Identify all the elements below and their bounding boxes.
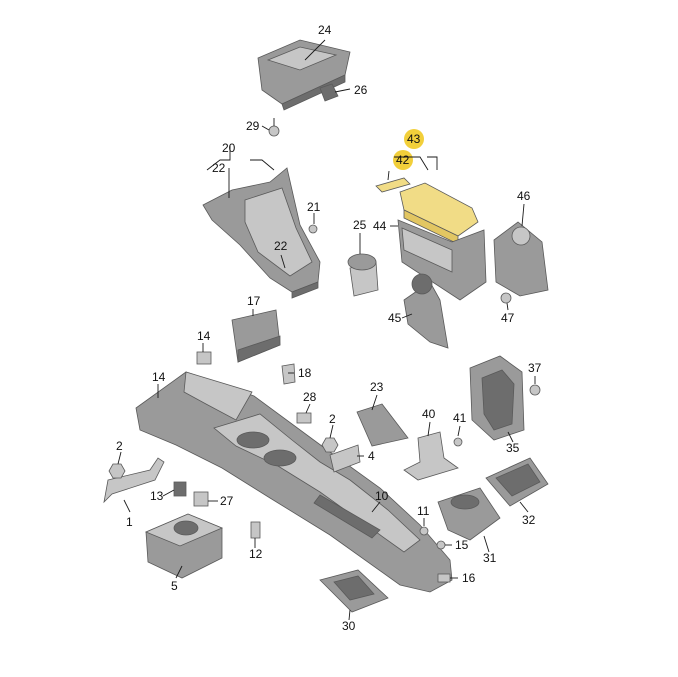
part-11-clip: [419, 526, 429, 536]
part-20-console-cover: [202, 167, 321, 299]
label-43: 43: [407, 132, 421, 146]
part-44-armrest-base: [397, 219, 487, 301]
label-27: 27: [220, 494, 234, 508]
part-13-switch: [173, 481, 187, 497]
label-24: 24: [318, 23, 332, 37]
label-13: 13: [150, 489, 164, 503]
label-11: 11: [417, 504, 430, 518]
label-25: 25: [353, 218, 367, 232]
label-32: 32: [522, 513, 536, 527]
part-14-pad-upper: [196, 351, 212, 365]
label-14-upper: 14: [197, 329, 211, 343]
label-5: 5: [171, 579, 178, 593]
label-37: 37: [528, 361, 542, 375]
label-30: 30: [342, 619, 356, 633]
part-24-upper-tray: [257, 39, 351, 111]
label-47: 47: [501, 311, 515, 325]
part-10-center-console: [135, 371, 453, 593]
label-22-top: 22: [212, 161, 226, 175]
part-45-bracket: [403, 273, 449, 349]
part-25-cup: [347, 253, 379, 297]
label-10: 10: [375, 489, 389, 503]
part-23-cover: [356, 403, 409, 447]
part-31-shifter-boot: [437, 487, 501, 541]
part-2-nut-left: [108, 463, 126, 479]
label-17: 17: [247, 294, 261, 308]
label-22-mid: 22: [274, 239, 288, 253]
label-28: 28: [303, 390, 317, 404]
part-42-pad: [375, 177, 411, 193]
part-41-screw: [453, 437, 463, 447]
leader-lines: [117, 39, 536, 621]
label-1: 1: [126, 515, 133, 529]
part-2-nut-right: [321, 437, 339, 453]
part-21-screw: [308, 224, 318, 234]
part-28-cap: [296, 412, 312, 424]
label-21: 21: [307, 200, 321, 214]
part-5-housing: [144, 513, 224, 579]
part-27-connector: [193, 491, 209, 507]
label-29: 29: [246, 119, 260, 133]
part-26-clip: [319, 83, 339, 102]
part-46-hinge: [493, 221, 549, 297]
label-35: 35: [506, 441, 520, 455]
part-15-screw: [436, 540, 446, 550]
label-44: 44: [373, 219, 387, 233]
part-35-housing: [469, 355, 525, 441]
part-30-tray: [319, 569, 389, 613]
label-18: 18: [298, 366, 312, 380]
label-40: 40: [422, 407, 436, 421]
label-15: 15: [455, 538, 469, 552]
label-45: 45: [388, 311, 402, 325]
label-42: 42: [396, 153, 410, 167]
part-4-bracket: [329, 444, 361, 473]
label-2-left: 2: [116, 439, 123, 453]
label-46: 46: [517, 189, 531, 203]
label-12: 12: [249, 547, 263, 561]
label-14-lower: 14: [152, 370, 166, 384]
part-43-armrest-lid: [399, 182, 479, 245]
part-16-clip: [437, 573, 451, 583]
label-16: 16: [462, 571, 476, 585]
part-32-tray: [485, 457, 549, 507]
label-31: 31: [483, 551, 497, 565]
callout-labels: 24 26 29 20 22 21 22 17 14 14 18 28 2 4 …: [116, 23, 542, 633]
highlight-badge-42: [393, 150, 413, 170]
label-41: 41: [453, 411, 467, 425]
part-47-nut: [500, 292, 512, 304]
part-37-screw: [529, 384, 541, 396]
label-20: 20: [222, 141, 236, 155]
label-26: 26: [354, 83, 368, 97]
label-23: 23: [370, 380, 384, 394]
part-40-bracket: [403, 431, 459, 481]
part-12-clip: [250, 521, 261, 539]
part-1-bracket: [103, 457, 165, 504]
label-4: 4: [368, 449, 375, 463]
part-29-screw: [268, 118, 280, 137]
part-18-clip: [281, 363, 296, 385]
part-17-trim-panel: [231, 309, 281, 363]
highlight-badge-43: [404, 129, 424, 149]
label-2-right: 2: [329, 412, 336, 426]
